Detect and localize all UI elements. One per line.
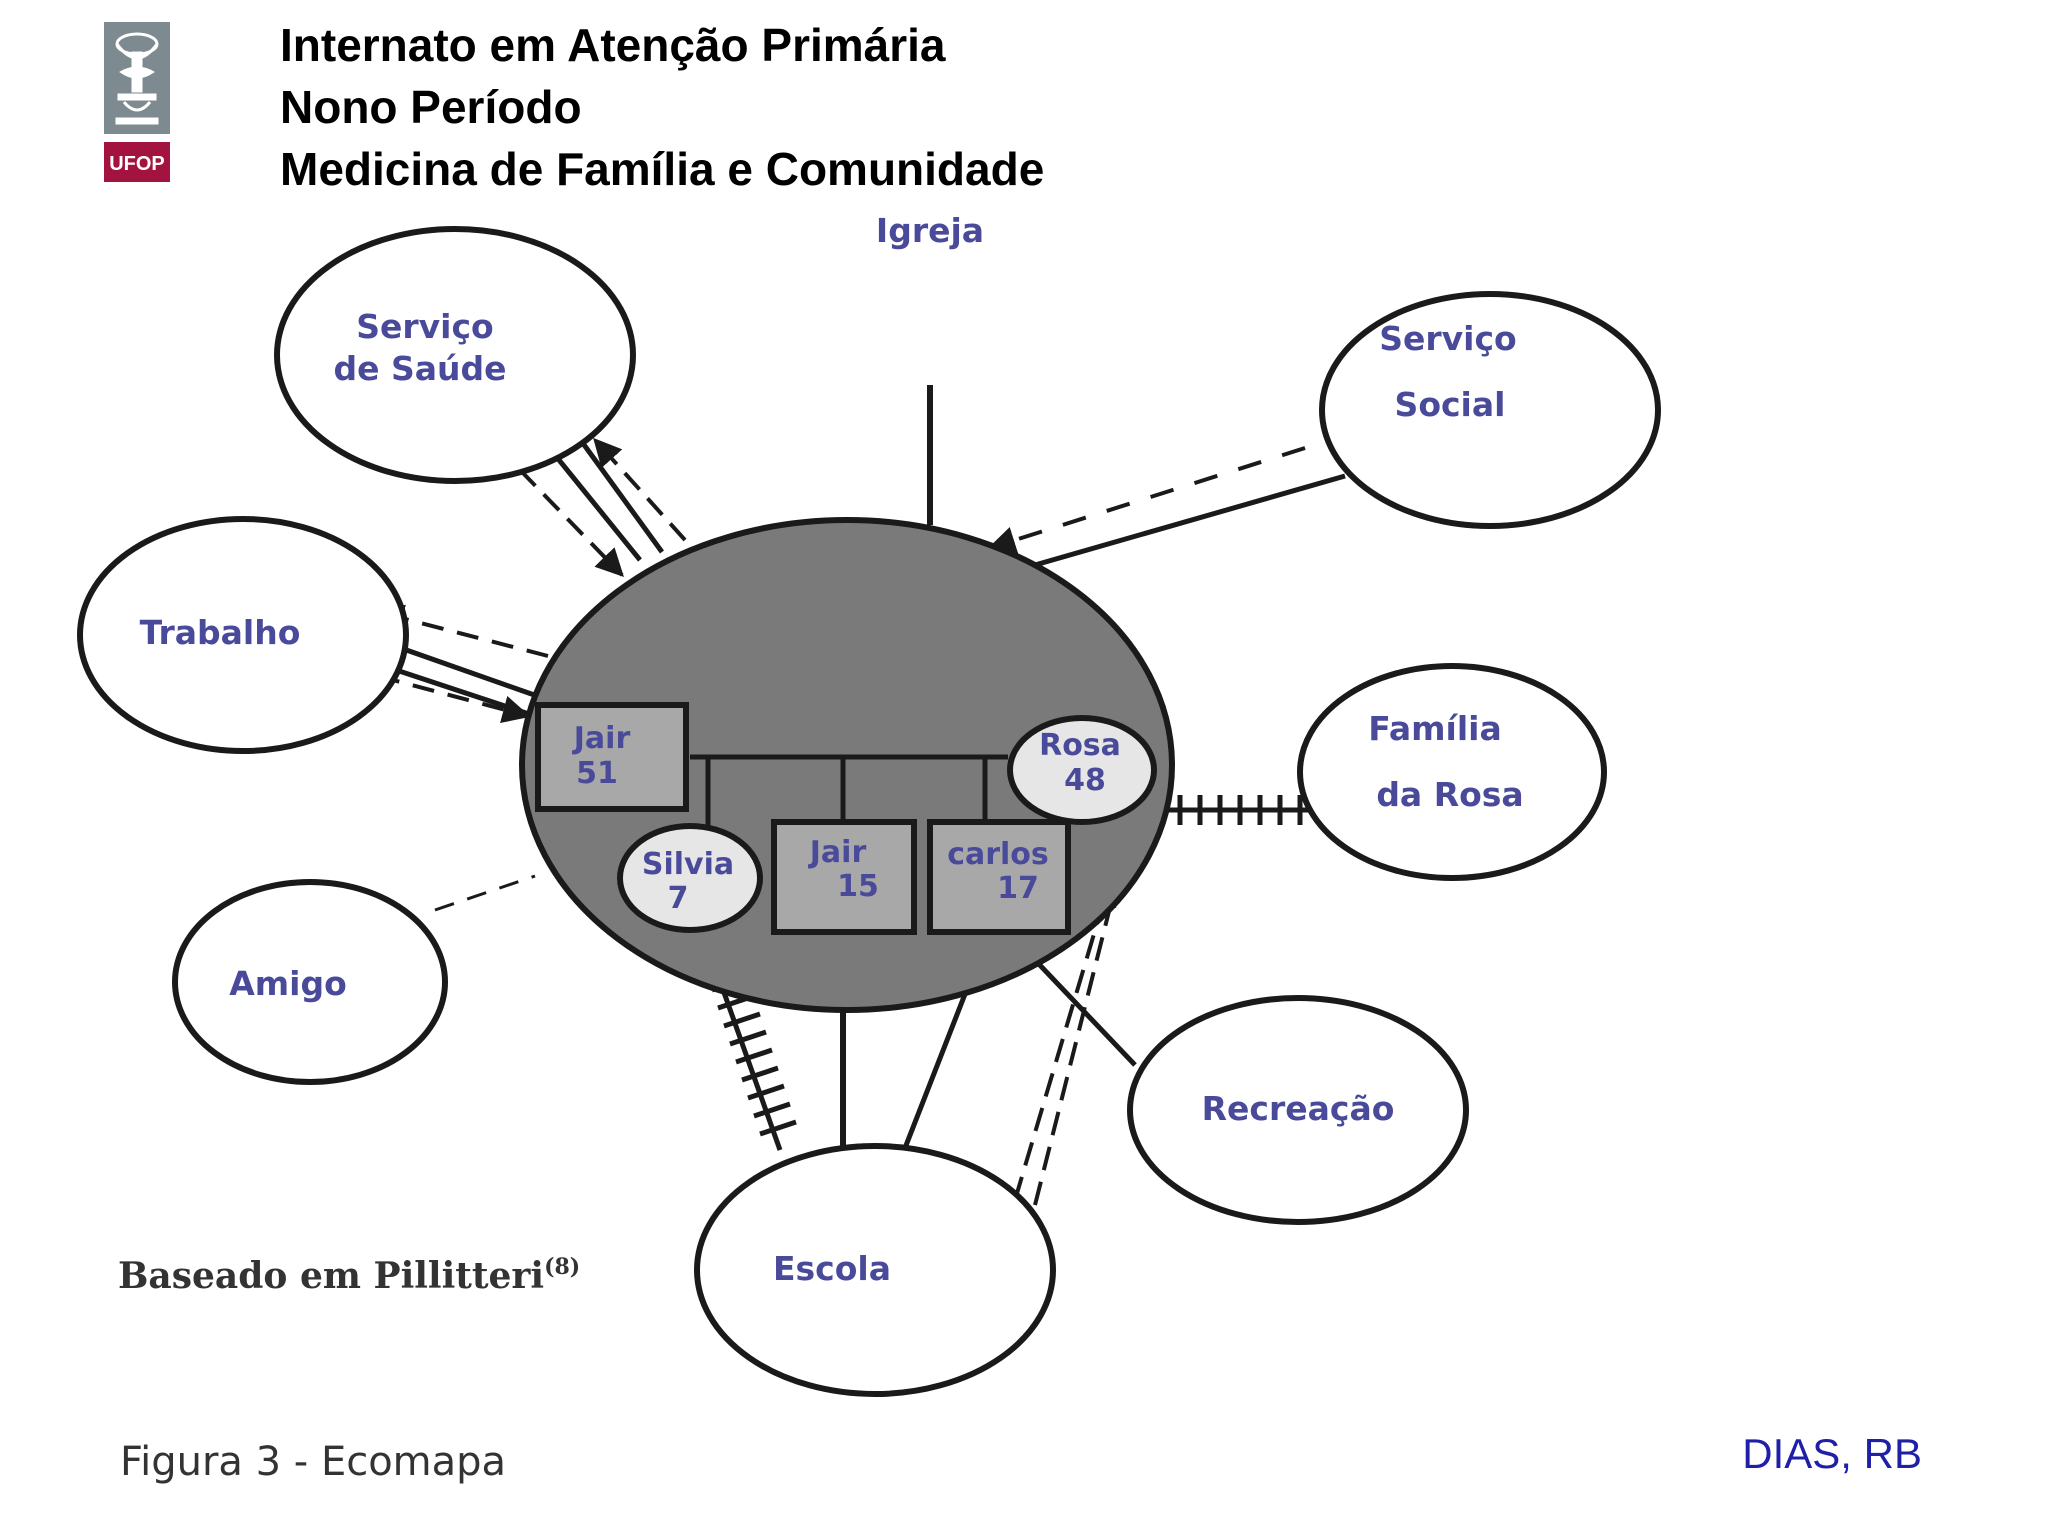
member-silvia-name: Silvia: [642, 847, 734, 882]
connector-trabalho-dashed-in: [377, 674, 531, 724]
node-escola: [694, 1143, 1056, 1397]
member-silvia: [617, 823, 763, 933]
diagram-credit-ref: (8): [544, 1254, 580, 1280]
diagram-credit-text: Baseado em Pillitteri: [118, 1255, 544, 1297]
connector-amigo: [434, 874, 536, 912]
header-line-3: Medicina de Família e Comunidade: [280, 143, 1045, 195]
node-trabalho-label: Trabalho: [140, 613, 301, 652]
figure-caption: Figura 3 - Ecomapa: [120, 1439, 506, 1485]
member-rosa-age: 48: [1064, 763, 1106, 798]
node-recreacao-label: Recreação: [1202, 1089, 1395, 1128]
member-carlos: [927, 819, 1071, 935]
member-jair-son-name: Jair: [808, 835, 867, 870]
node-servico-saude-line2: de Saúde: [333, 349, 506, 388]
ufop-logo-label: UFOP: [109, 153, 165, 175]
member-jair-father-name: Jair: [572, 721, 631, 756]
family-tree-lines: [690, 754, 1008, 835]
node-recreacao: [1127, 995, 1469, 1225]
node-servico-social: [1319, 291, 1661, 529]
node-servico-saude: [274, 226, 636, 484]
node-familia-rosa-line1: Família: [1368, 709, 1501, 748]
connector-saude-solid-1: [553, 453, 642, 562]
author-credit: DIAS, RB: [1742, 1430, 1922, 1477]
connector-saude-dashed-in: [518, 468, 624, 578]
diagram-credit: Baseado em Pillitteri(8): [118, 1254, 580, 1297]
node-servico-saude-line1: Serviço: [356, 307, 493, 346]
node-escola-label: Escola: [773, 1249, 891, 1288]
node-amigo-label: Amigo: [229, 964, 347, 1003]
member-jair-father-age: 51: [576, 756, 618, 791]
connector-saude-dashed-out: [593, 437, 687, 542]
connector-social-solid: [1034, 473, 1346, 568]
node-amigo: [172, 879, 448, 1085]
member-carlos-name: carlos: [947, 837, 1049, 872]
ufop-logo: UFOP: [104, 22, 170, 182]
member-jair-son-age: 15: [837, 869, 879, 904]
header-line-2: Nono Período: [280, 81, 582, 133]
member-jair-father: [535, 702, 689, 812]
node-trabalho: [77, 516, 409, 754]
member-rosa-name: Rosa: [1039, 728, 1121, 763]
connector-social-dashed: [987, 446, 1306, 554]
member-jair-son: [771, 819, 917, 935]
member-silvia-age: 7: [668, 881, 689, 916]
member-carlos-age: 17: [997, 871, 1039, 906]
node-igreja: Igreja: [876, 211, 984, 250]
connector-escola-rosa-dashed-1: [1013, 877, 1117, 1201]
member-rosa: [1007, 715, 1157, 825]
node-servico-social-line2: Social: [1395, 385, 1506, 424]
node-familia-rosa-line2: da Rosa: [1376, 775, 1523, 814]
slide-header: Internato em Atenção Primária Nono Perío…: [280, 14, 1044, 200]
node-familia-rosa: [1297, 663, 1607, 881]
header-line-1: Internato em Atenção Primária: [280, 19, 946, 71]
node-servico-social-line1: Serviço: [1379, 319, 1516, 358]
